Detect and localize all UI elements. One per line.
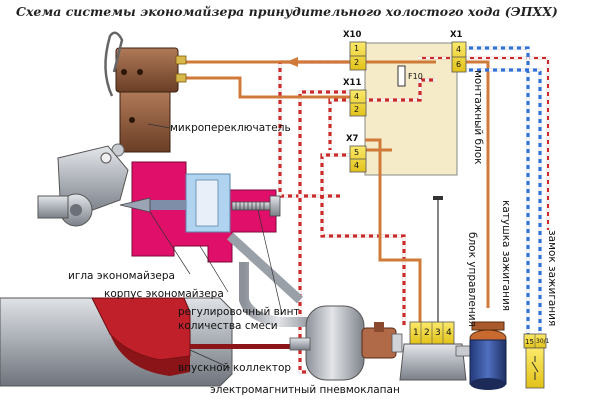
pin-x11-4: 4 [354, 92, 360, 101]
fuse-f10 [397, 65, 406, 87]
pin-x1-6: 6 [456, 60, 462, 69]
connector-x11 [349, 89, 367, 117]
label-coil: катушка зажигания [500, 200, 512, 312]
label-mount-block: монтажный блок [472, 70, 484, 165]
label-manifold: впускной коллектор [178, 362, 292, 374]
label-x10: X10 [343, 30, 362, 40]
pin-control-4: 4 [446, 328, 452, 338]
electromagnetic-valve [289, 305, 403, 381]
vacuum-hose [239, 262, 320, 327]
ignition-coil [469, 321, 507, 390]
pin-control-2: 2 [424, 328, 430, 338]
pin-control-1: 1 [413, 328, 419, 338]
pin-control-3: 3 [435, 328, 441, 338]
wire-blue-white [465, 46, 542, 334]
pin-x7-4: 4 [354, 161, 360, 170]
label-microswitch: микропереключатель [170, 122, 291, 134]
pin-x10-1: 1 [354, 44, 360, 53]
pin-x7-5: 5 [354, 148, 360, 157]
connector-x7 [349, 145, 367, 173]
label-body: корпус экономайзера [104, 288, 224, 300]
arrow-head [286, 57, 298, 67]
pin-lock-30-1: 30/1 [536, 338, 550, 345]
diagram-title: Схема системы экономайзера принудительно… [16, 4, 558, 19]
leader-lines [147, 123, 283, 369]
label-fuse: F10 [408, 72, 423, 81]
ignition-lock [523, 333, 547, 389]
pin-lock-15: 15 [525, 338, 534, 346]
pin-x10-2: 2 [354, 58, 360, 67]
label-x1: X1 [450, 30, 463, 40]
microswitch [104, 31, 187, 157]
ground-terminal [433, 196, 443, 200]
connector-x1 [451, 41, 467, 73]
label-screw-line1: регулировочный винт [178, 306, 300, 318]
label-ignition-lock: замок зажигания [546, 230, 558, 327]
intake-manifold [0, 297, 300, 387]
label-x11: X11 [343, 78, 362, 88]
label-valve: электромагнитный пневмоклапан [210, 384, 400, 396]
label-control-unit: блок управления [466, 232, 478, 327]
pin-x11-2: 2 [354, 105, 360, 114]
connector-x10 [349, 41, 367, 71]
control-unit [399, 321, 471, 381]
throttle-linkage [37, 145, 129, 227]
pin-x1-4: 4 [456, 45, 462, 54]
label-x7: X7 [346, 134, 359, 144]
hose-upper [226, 232, 304, 304]
economizer-body [119, 161, 281, 263]
label-needle: игла экономайзера [68, 270, 175, 282]
label-screw-line2: количества смеси [178, 320, 278, 332]
